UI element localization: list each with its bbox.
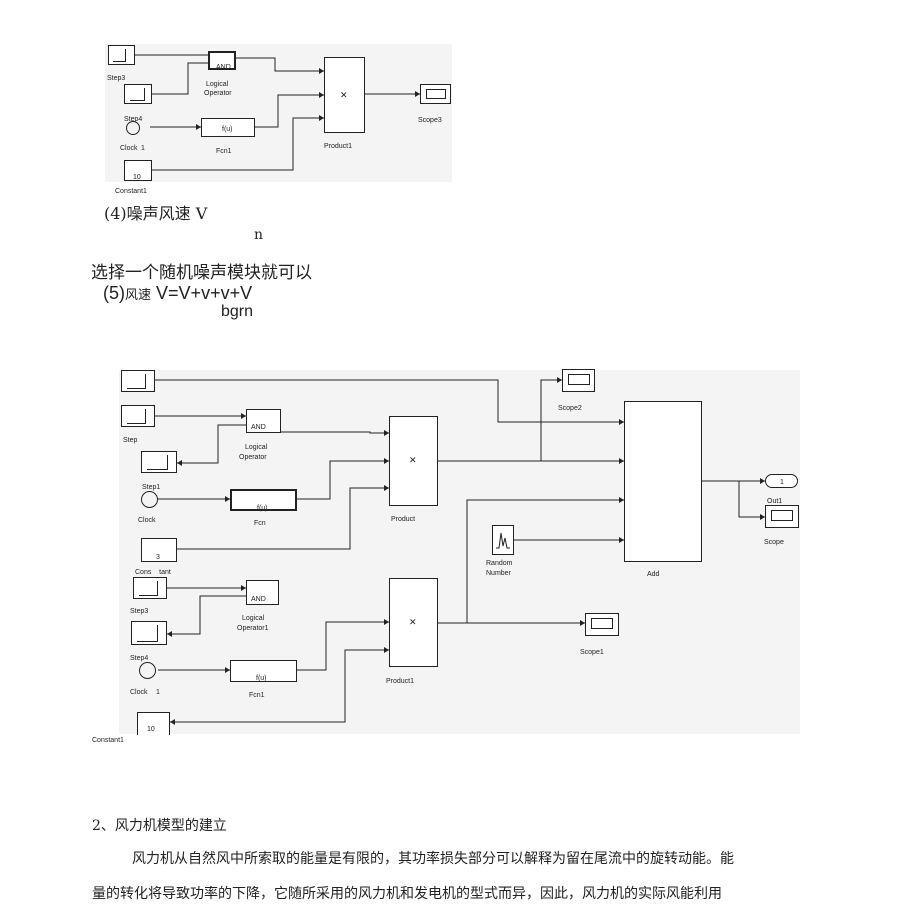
noise-icon — [496, 532, 510, 549]
product1-label: Product1 — [386, 678, 415, 685]
step4-label: Step4 — [124, 116, 143, 123]
out1-block[interactable]: 1 — [765, 474, 798, 488]
step-block-2[interactable] — [124, 84, 152, 104]
wind-heading: (5)风速 V=V+v+v+V — [103, 283, 252, 304]
fcn1-label: Fcn1 — [249, 692, 265, 699]
constant1-label: Constant1 — [115, 188, 147, 195]
fcn-inner: f(u) — [222, 126, 233, 133]
step-block[interactable] — [121, 405, 155, 427]
multiply-icon: ✕ — [340, 90, 348, 100]
constant1-block[interactable]: 10 — [137, 712, 170, 735]
add-block[interactable] — [624, 401, 702, 562]
logical2-label: Logical — [242, 615, 265, 622]
random-label: Random — [486, 560, 513, 567]
product1-block[interactable]: ✕ — [324, 57, 365, 133]
step3-block[interactable] — [108, 45, 135, 65]
wind-heading-num: (5) — [103, 283, 125, 303]
out1-value: 1 — [780, 479, 784, 486]
logical-label: Logical — [245, 444, 268, 451]
product1-label: Product1 — [324, 143, 353, 150]
step-block-c[interactable] — [131, 621, 167, 645]
operator1-label: Operator1 — [237, 625, 269, 632]
clock-icon[interactable] — [141, 491, 158, 508]
wind-formula: V=V+v+v+V — [156, 283, 253, 303]
fcn1-block[interactable]: f(u) — [230, 660, 297, 682]
clock-label: Clock — [120, 145, 138, 152]
scope2-label: Scope2 — [558, 405, 582, 412]
fcn-block[interactable]: f(u) — [230, 489, 297, 512]
scope-label: Scope — [764, 539, 784, 546]
step4-label: Step4 — [130, 655, 149, 662]
number-label: Number — [486, 570, 511, 577]
logical-label: Logical — [206, 81, 229, 88]
product-block[interactable]: ✕ — [389, 416, 438, 506]
and-text-2: AND — [251, 596, 266, 603]
constant-label: Cons tant — [135, 569, 171, 576]
noise-heading: (4)噪声风速 V — [104, 204, 208, 223]
fcn1-label: Fcn1 — [216, 148, 232, 155]
logical-operator1-block[interactable]: AND — [246, 580, 279, 605]
product1-block[interactable]: ✕ — [389, 578, 438, 667]
wind-subscripts: bgrn — [221, 303, 254, 320]
clock2-one-label: 1 — [156, 689, 160, 696]
constant1-label: Constant1 — [92, 737, 124, 744]
constant-block[interactable]: 3 — [141, 538, 177, 562]
add-label: Add — [647, 571, 660, 578]
scope3-block[interactable] — [420, 84, 451, 104]
paragraph-line-2: 量的转化将导致功率的下降，它随所采用的风力机和发电机的型式而异，因此，风力机的实… — [92, 886, 722, 902]
noise-subscript: n — [254, 227, 264, 243]
multiply-icon-2: ✕ — [409, 617, 417, 627]
fcn-inner: f(u) — [257, 505, 268, 512]
logical-operator-block[interactable]: AND — [246, 409, 281, 433]
and-text: AND — [251, 424, 266, 431]
constant-value: 10 — [133, 174, 141, 181]
operator-label: Operator — [204, 90, 232, 97]
multiply-icon: ✕ — [409, 455, 417, 465]
clock-one-label: 1 — [141, 145, 145, 152]
step-block-b[interactable] — [141, 451, 177, 473]
step3-label: Step3 — [130, 608, 149, 615]
step1-label: Step1 — [142, 484, 161, 491]
logical-operator-block[interactable]: AND — [208, 51, 236, 71]
scope2-block[interactable] — [562, 369, 595, 392]
scope3-label: Scope3 — [418, 117, 442, 124]
wind-heading-cn: 风速 — [125, 288, 152, 303]
section-heading: 2、风力机模型的建立 — [92, 818, 227, 834]
fcn-label: Fcn — [254, 520, 266, 527]
constant-value: 3 — [156, 554, 160, 561]
scope1-block[interactable] — [585, 613, 619, 636]
scope1-label: Scope1 — [580, 649, 604, 656]
noise-description: 选择一个随机噪声模块就可以 — [91, 263, 312, 283]
step3-block[interactable] — [133, 577, 167, 599]
operator-label: Operator — [239, 454, 267, 461]
step-label: Step — [123, 437, 138, 444]
step3-label: Step3 — [107, 75, 126, 82]
and-text: AND — [216, 64, 231, 71]
clock-icon-2[interactable] — [139, 662, 156, 679]
step-top-block[interactable] — [121, 370, 155, 392]
clock-icon[interactable] — [126, 121, 140, 135]
clock-label: Clock — [138, 517, 156, 524]
out1-label: Out1 — [767, 498, 783, 505]
constant10-value: 10 — [147, 726, 155, 733]
random-number-block[interactable] — [492, 525, 514, 555]
paragraph-line-1: 风力机从自然风中所索取的能量是有限的，其功率损失部分可以解释为留在尾流中的旋转动… — [132, 851, 734, 867]
fcn1-block[interactable]: f(u) — [201, 118, 255, 137]
product-label: Product — [391, 516, 416, 523]
constant1-block[interactable]: 10 — [124, 160, 152, 181]
fcn-inner-2: f(u) — [256, 675, 267, 682]
clock2-label: Clock — [130, 689, 148, 696]
scope-block[interactable] — [765, 505, 799, 528]
